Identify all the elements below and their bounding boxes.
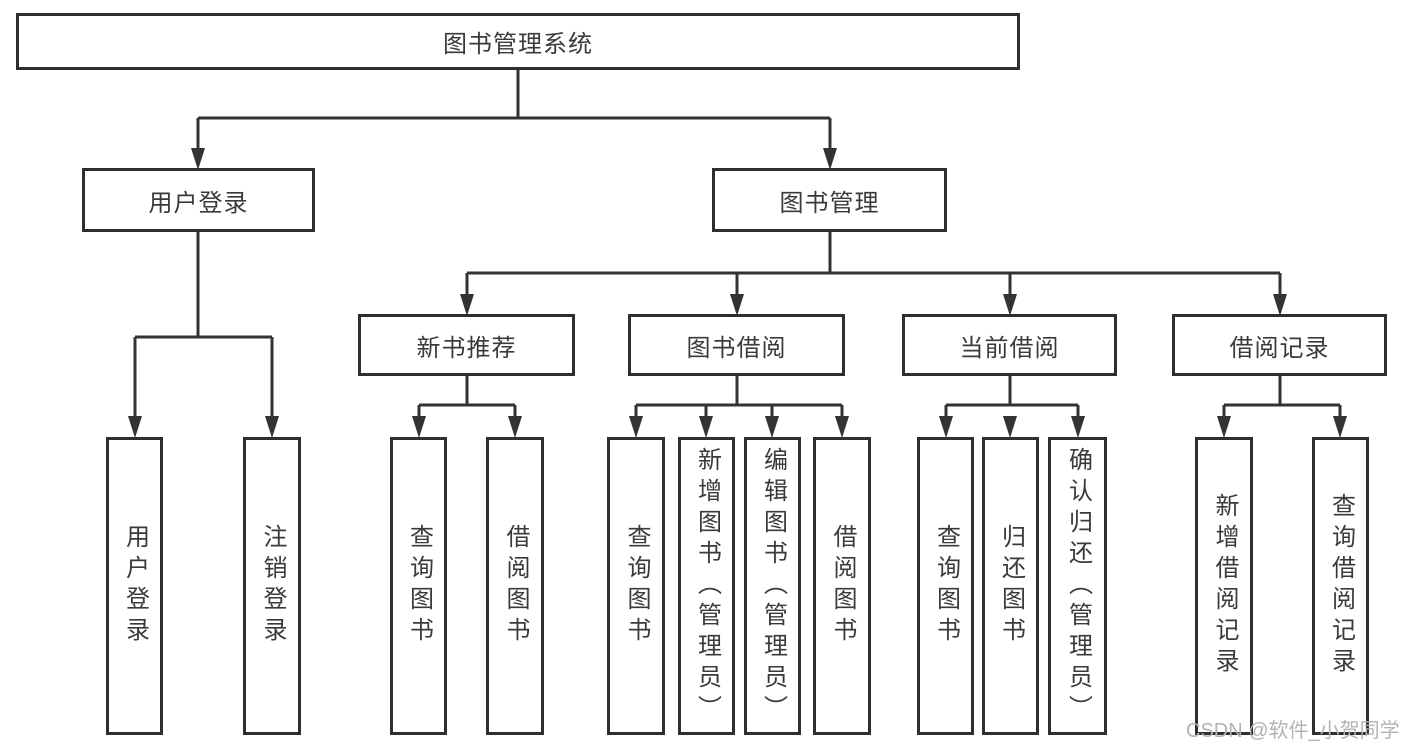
leaf-add-books-admin-label: 新增图书（管理员） xyxy=(693,446,721,726)
node-new-book-recommend-label: 新书推荐 xyxy=(416,334,517,362)
leaf-query-borrow-record: 查询借阅记录 xyxy=(1312,437,1369,735)
node-book-management: 图书管理 xyxy=(712,168,947,232)
leaf-query-books-current: 查询图书 xyxy=(917,437,974,735)
leaf-user-login-label: 用户登录 xyxy=(121,524,149,648)
node-current-borrowing: 当前借阅 xyxy=(902,314,1117,376)
leaf-query-books-borrowing-label: 查询图书 xyxy=(623,524,650,648)
leaf-query-borrow-record-label: 查询借阅记录 xyxy=(1327,493,1355,679)
node-user-login-branch-label: 用户登录 xyxy=(148,189,249,217)
leaf-add-borrow-record: 新增借阅记录 xyxy=(1195,437,1253,735)
node-borrowing-records: 借阅记录 xyxy=(1172,314,1387,376)
leaf-borrow-books-borrowing-label: 借阅图书 xyxy=(829,524,856,648)
leaf-return-books: 归还图书 xyxy=(982,437,1039,735)
leaf-borrow-books-recommend: 借阅图书 xyxy=(486,437,544,735)
node-root: 图书管理系统 xyxy=(16,13,1020,70)
leaf-borrow-books-recommend-label: 借阅图书 xyxy=(502,524,529,648)
leaf-logout-label: 注销登录 xyxy=(259,524,286,648)
node-book-management-label: 图书管理 xyxy=(779,189,880,217)
node-book-borrowing-label: 图书借阅 xyxy=(686,334,787,362)
leaf-confirm-return-admin-label: 确认归还（管理员） xyxy=(1064,446,1092,726)
leaf-edit-books-admin: 编辑图书（管理员） xyxy=(744,437,801,735)
leaf-confirm-return-admin: 确认归还（管理员） xyxy=(1048,437,1107,735)
leaf-return-books-label: 归还图书 xyxy=(997,524,1025,648)
node-new-book-recommend: 新书推荐 xyxy=(358,314,575,376)
leaf-user-login: 用户登录 xyxy=(106,437,163,735)
leaf-query-books-borrowing: 查询图书 xyxy=(607,437,665,735)
leaf-query-books-recommend-label: 查询图书 xyxy=(405,524,433,648)
leaf-add-borrow-record-label: 新增借阅记录 xyxy=(1211,493,1238,679)
leaf-add-books-admin: 新增图书（管理员） xyxy=(678,437,735,735)
node-borrowing-records-label: 借阅记录 xyxy=(1229,334,1330,362)
leaf-logout: 注销登录 xyxy=(243,437,301,735)
csdn-watermark: CSDN @软件_小贺同学 xyxy=(1186,720,1400,742)
node-current-borrowing-label: 当前借阅 xyxy=(959,334,1060,362)
leaf-query-books-current-label: 查询图书 xyxy=(932,524,960,648)
leaf-query-books-recommend: 查询图书 xyxy=(390,437,447,735)
node-root-label: 图书管理系统 xyxy=(443,31,593,58)
node-book-borrowing: 图书借阅 xyxy=(628,314,845,376)
leaf-edit-books-admin-label: 编辑图书（管理员） xyxy=(759,446,787,726)
node-user-login-branch: 用户登录 xyxy=(82,168,315,232)
leaf-borrow-books-borrowing: 借阅图书 xyxy=(813,437,871,735)
